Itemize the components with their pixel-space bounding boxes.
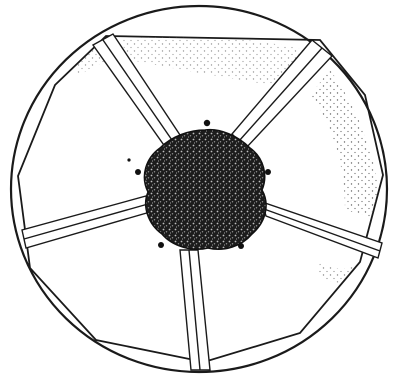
hub-dot — [265, 169, 271, 175]
wheel-hub — [144, 130, 266, 250]
hub-dot — [135, 169, 141, 175]
hub-dot — [238, 243, 244, 249]
hub-dot — [158, 242, 164, 248]
hub-dot — [204, 120, 210, 126]
hub-dot — [127, 158, 130, 161]
